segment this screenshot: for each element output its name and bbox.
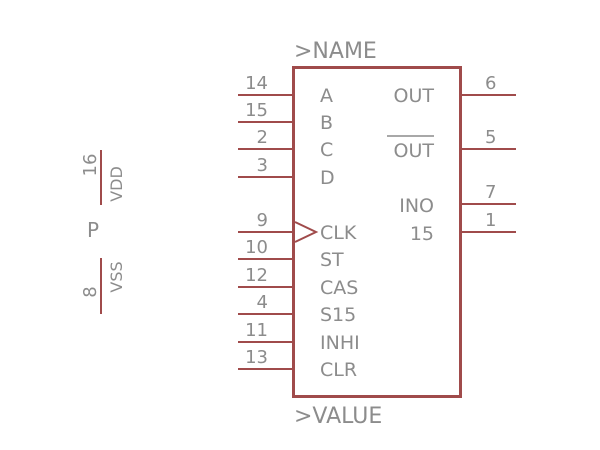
pin-number: 7 (485, 182, 496, 203)
power-pin-vss[interactable]: 8 VSS (80, 258, 126, 314)
right-pin[interactable]: 1 15 (410, 210, 516, 245)
pin-label: CAS (320, 277, 358, 299)
right-pin[interactable]: 7 INO (399, 182, 516, 217)
pin-label: OUT (394, 85, 435, 107)
pin-label: C (320, 139, 333, 161)
pin-number: 5 (485, 127, 496, 148)
pin-label: CLR (320, 359, 357, 381)
left-pin[interactable]: 14 A (238, 73, 333, 107)
left-pin[interactable]: 4 S15 (238, 292, 356, 326)
pin-number: 2 (257, 127, 268, 148)
pin-number: 11 (245, 320, 268, 341)
pin-label: VSS (107, 261, 126, 292)
pin-number: 9 (257, 210, 268, 231)
pin-number: 14 (245, 73, 268, 94)
pin-number: 16 (80, 154, 101, 177)
right-pin[interactable]: 5 OUT (387, 127, 516, 162)
pin-label: D (320, 167, 335, 189)
pin-label: S15 (320, 304, 356, 326)
power-part-label: P (87, 218, 99, 242)
pin-number: 10 (245, 237, 268, 258)
pin-label: VDD (107, 166, 126, 202)
left-pin[interactable]: 10 ST (238, 237, 344, 271)
pin-number: 1 (485, 210, 496, 231)
pin-label: A (320, 85, 333, 107)
left-pin[interactable]: 9 CLK (238, 210, 357, 244)
pin-label: B (320, 112, 333, 134)
pin-label: ST (320, 249, 344, 271)
pin-label: INHI (320, 332, 360, 354)
left-pin[interactable]: 3 D (238, 155, 335, 189)
left-pin[interactable]: 12 CAS (238, 265, 358, 299)
pin-label: 15 (410, 223, 434, 245)
left-pin[interactable]: 13 CLR (238, 347, 357, 381)
pin-number: 3 (257, 155, 268, 176)
pin-number: 8 (80, 286, 101, 297)
component-name: >NAME (294, 39, 377, 64)
left-pin[interactable]: 11 INHI (238, 320, 360, 354)
power-pin-vdd[interactable]: 16 VDD (80, 150, 126, 205)
pin-number: 4 (257, 292, 268, 313)
right-pin[interactable]: 6 OUT (394, 73, 516, 107)
pin-number: 15 (245, 100, 268, 121)
pin-label: CLK (320, 222, 357, 244)
component-value: >VALUE (294, 404, 382, 429)
pin-number: 6 (485, 73, 496, 94)
pin-number: 12 (245, 265, 268, 286)
pin-label-inverted: OUT (394, 140, 435, 162)
clock-input-icon (294, 221, 319, 243)
left-pin[interactable]: 2 C (238, 127, 333, 161)
pin-number: 13 (245, 347, 268, 368)
pin-label: INO (399, 195, 434, 217)
ic-body[interactable] (292, 66, 462, 398)
left-pin[interactable]: 15 B (238, 100, 333, 134)
